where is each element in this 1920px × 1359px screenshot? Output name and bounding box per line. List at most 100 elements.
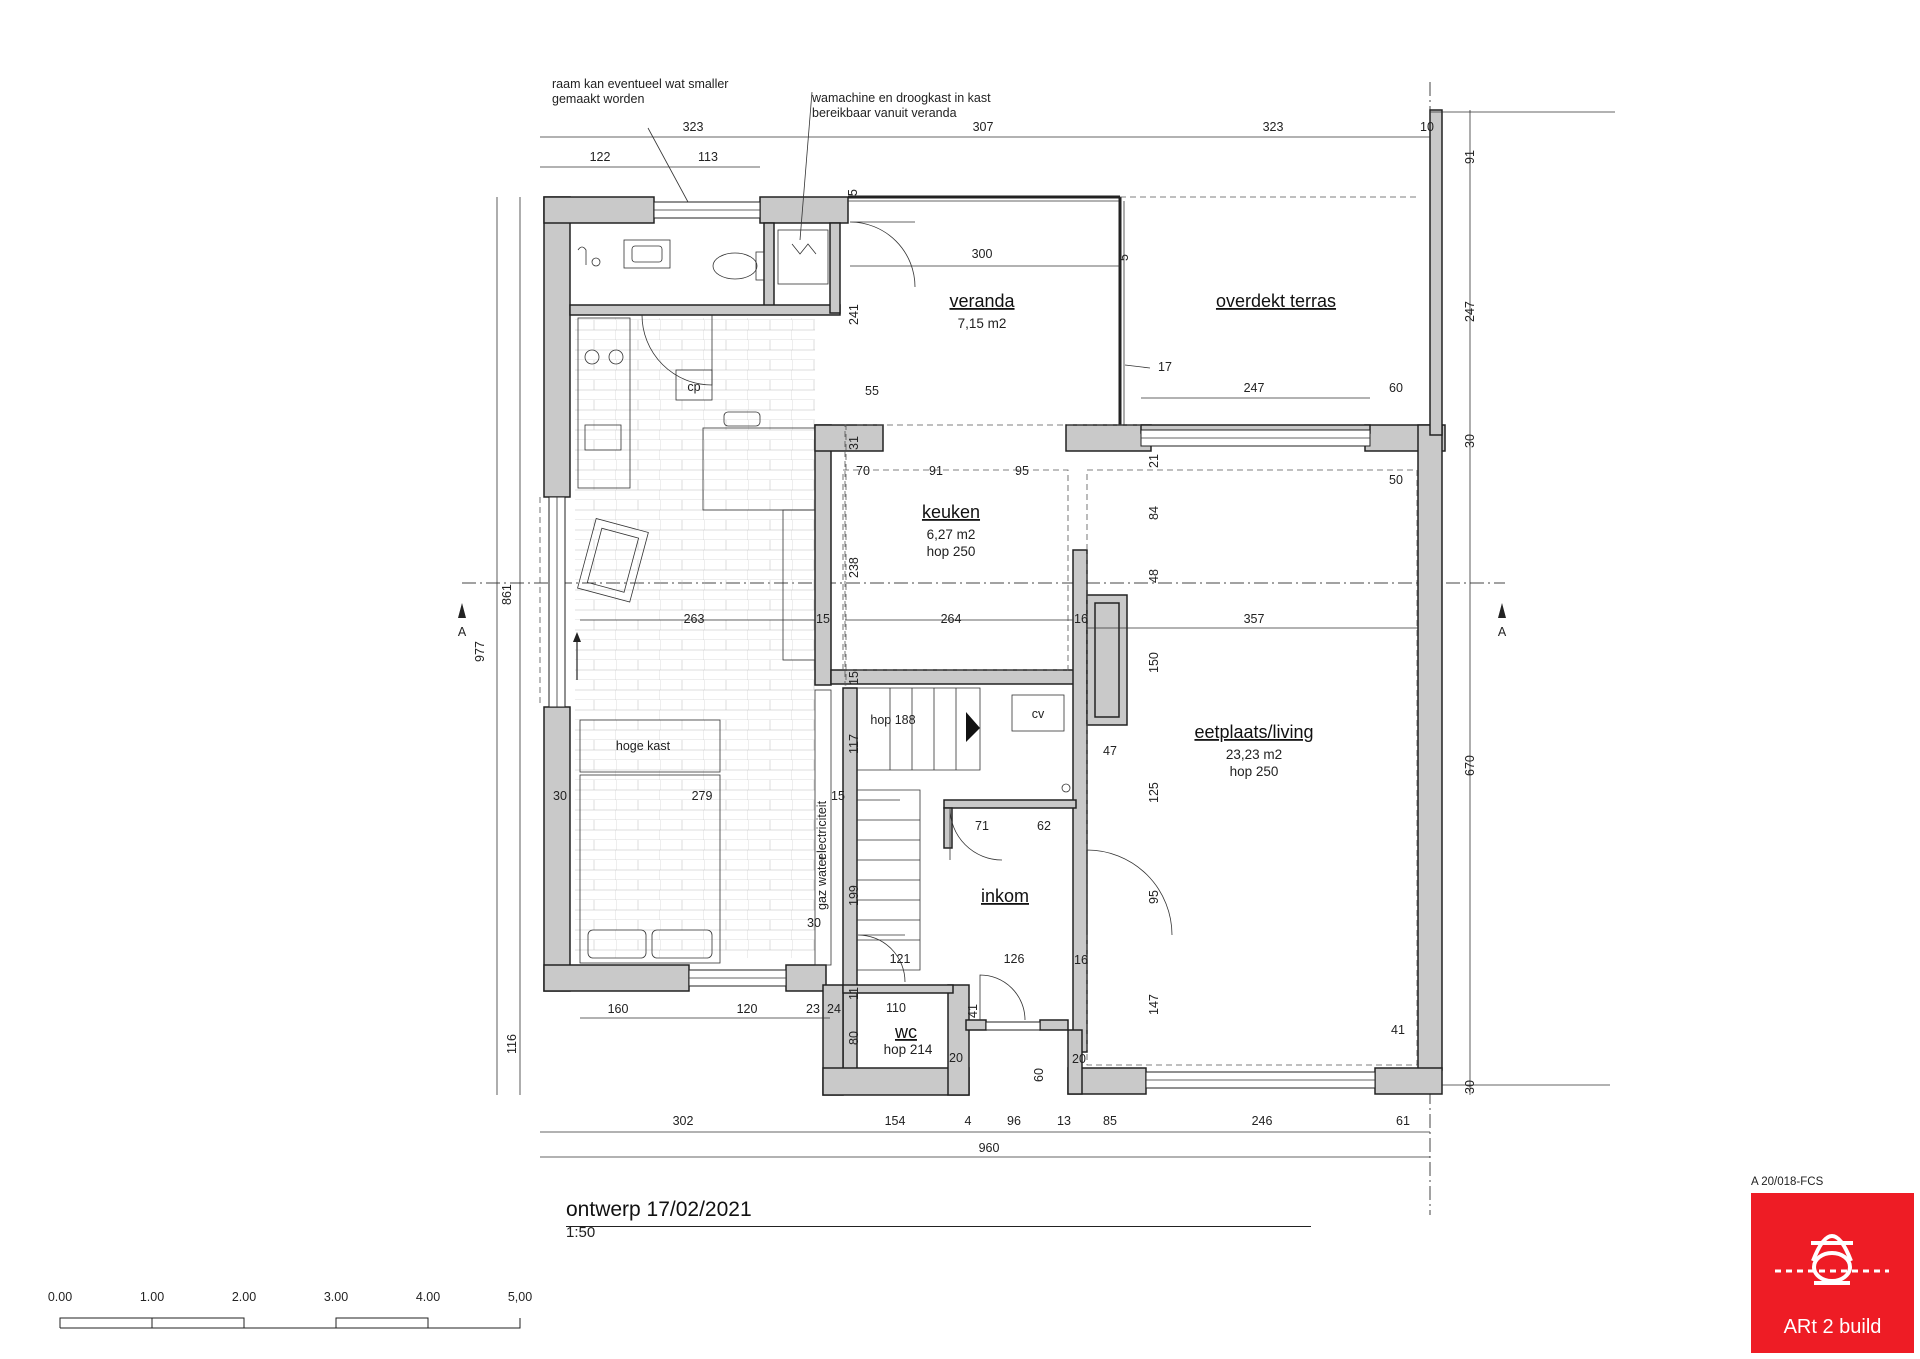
room-terrace: overdekt terras <box>1216 291 1336 311</box>
dim-left-977: 977 <box>473 641 487 662</box>
dim-bot-85: 85 <box>1103 1114 1117 1128</box>
room-living: eetplaats/living <box>1194 722 1313 742</box>
scale-text: 1:50 <box>566 1224 596 1241</box>
company-logo-icon <box>1775 1234 1889 1285</box>
dim-s-199: 199 <box>847 885 861 906</box>
dim-s-62: 62 <box>1037 819 1051 833</box>
cv-label: cv <box>1032 707 1045 721</box>
room-labels: veranda 7,15 m2 overdekt terras keuken 6… <box>884 291 1336 1057</box>
room-veranda: veranda <box>949 291 1015 311</box>
window-note: raam kan eventueel wat smaller gemaakt w… <box>552 77 732 106</box>
dim-w-20: 20 <box>949 1051 963 1065</box>
dim-v-5a: 5 <box>846 189 860 196</box>
dim-s-117: 117 <box>847 734 861 754</box>
washer-note: wamachine en droogkast in kast bereikbaa… <box>811 91 994 120</box>
dim-l-41: 41 <box>1391 1023 1405 1037</box>
dim-bot-302: 302 <box>673 1114 694 1128</box>
dim-l-84: 84 <box>1147 506 1161 520</box>
dim-top-10: 10 <box>1420 120 1434 134</box>
dim-l-21: 21 <box>1147 454 1161 468</box>
wc-height: hop 214 <box>884 1042 933 1057</box>
company-name: ARt 2 build <box>1783 1316 1882 1338</box>
water-label: water <box>815 855 829 887</box>
cp-label: cp <box>687 380 700 394</box>
windows <box>548 195 1418 1089</box>
dim-s-15: 15 <box>831 789 845 803</box>
dim-l-147: 147 <box>1147 994 1161 1015</box>
room-entrance: inkom <box>981 886 1029 906</box>
annotation-notes: raam kan eventueel wat smaller gemaakt w… <box>552 77 994 241</box>
scale-tick-label: 2.00 <box>232 1290 256 1304</box>
dim-s-126: 126 <box>1004 952 1025 966</box>
dim-bot-61: 61 <box>1396 1114 1410 1128</box>
dim-top-113: 113 <box>698 150 718 164</box>
section-label-right: A <box>1498 625 1507 639</box>
dim-bot-160: 160 <box>608 1002 629 1016</box>
title-underline <box>566 1226 1311 1227</box>
dim-k-15b: 15 <box>847 671 861 685</box>
dim-bot-4: 4 <box>965 1114 972 1128</box>
dim-l-16: 16 <box>1074 953 1088 967</box>
dim-bot-23: 23 <box>806 1002 820 1016</box>
dim-k-264: 264 <box>941 612 962 626</box>
dim-v-55: 55 <box>865 384 879 398</box>
dim-bot-120: 120 <box>737 1002 758 1016</box>
tile-floor <box>575 318 815 958</box>
dimension-lines <box>496 110 1615 1158</box>
dim-l-20: 20 <box>1072 1052 1086 1066</box>
dim-w-110: 110 <box>886 1001 906 1015</box>
dim-w-41: 41 <box>966 1004 980 1018</box>
kitchen-height: hop 250 <box>927 544 976 559</box>
scale-tick-label: 0.00 <box>48 1290 72 1304</box>
dim-b-30: 30 <box>553 789 567 803</box>
dim-b-279: 279 <box>692 789 713 803</box>
staircase <box>857 687 981 971</box>
project-reference: A 20/018-FCS <box>1751 1176 1824 1188</box>
dim-bot-154: 154 <box>885 1114 906 1128</box>
veranda-area: 7,15 m2 <box>958 316 1007 331</box>
logo-box: ARt 2 build <box>1751 1193 1914 1353</box>
scale-tick-label: 5,00 <box>508 1290 532 1304</box>
hoge-kast-label: hoge kast <box>616 739 671 753</box>
dim-r-247: 247 <box>1463 301 1477 322</box>
dim-bot-246: 246 <box>1252 1114 1273 1128</box>
furniture: cp hoge kast electriciteit water gaz cv <box>573 229 1071 971</box>
dashed-outlines <box>539 424 1418 1066</box>
dim-s-121: 121 <box>890 952 911 966</box>
dim-r-670: 670 <box>1463 755 1477 776</box>
dim-k-16a: 16 <box>1074 612 1088 626</box>
living-area: 23,23 m2 <box>1226 747 1282 762</box>
stair-height-label: hop 188 <box>870 713 915 727</box>
dim-left-861: 861 <box>500 584 514 605</box>
dim-k-238: 238 <box>847 557 861 578</box>
dim-l-48: 48 <box>1147 569 1161 583</box>
section-marker-right: A <box>1498 603 1507 639</box>
scale-tick-label: 3.00 <box>324 1290 348 1304</box>
dim-k-31: 31 <box>847 436 861 450</box>
dim-top-323b: 323 <box>1263 120 1284 134</box>
dim-s-71: 71 <box>975 819 989 833</box>
section-marker-left: A <box>458 603 467 639</box>
design-title: ontwerp 17/02/2021 <box>566 1198 752 1221</box>
dim-w-60: 60 <box>1032 1068 1046 1082</box>
dim-t-60: 60 <box>1389 381 1403 395</box>
kitchen-area: 6,27 m2 <box>927 527 976 542</box>
dim-bot-24: 24 <box>827 1002 841 1016</box>
dim-l-47: 47 <box>1103 744 1117 758</box>
dim-w-80: 80 <box>847 1031 861 1045</box>
dim-top-122: 122 <box>590 150 611 164</box>
dim-l-50: 50 <box>1389 473 1403 487</box>
room-wc: wc <box>894 1022 917 1042</box>
dim-v-241: 241 <box>847 304 861 325</box>
dim-bot-960: 960 <box>979 1141 1000 1155</box>
dim-l-125: 125 <box>1147 782 1161 803</box>
dim-left-116: 116 <box>505 1034 519 1054</box>
dim-v-300: 300 <box>972 247 993 261</box>
dim-w-11: 11 <box>847 987 861 1000</box>
scale-tick-label: 4.00 <box>416 1290 440 1304</box>
doors <box>641 221 1173 1021</box>
gas-label: gaz <box>815 890 829 910</box>
dim-r-30: 30 <box>1463 434 1477 448</box>
